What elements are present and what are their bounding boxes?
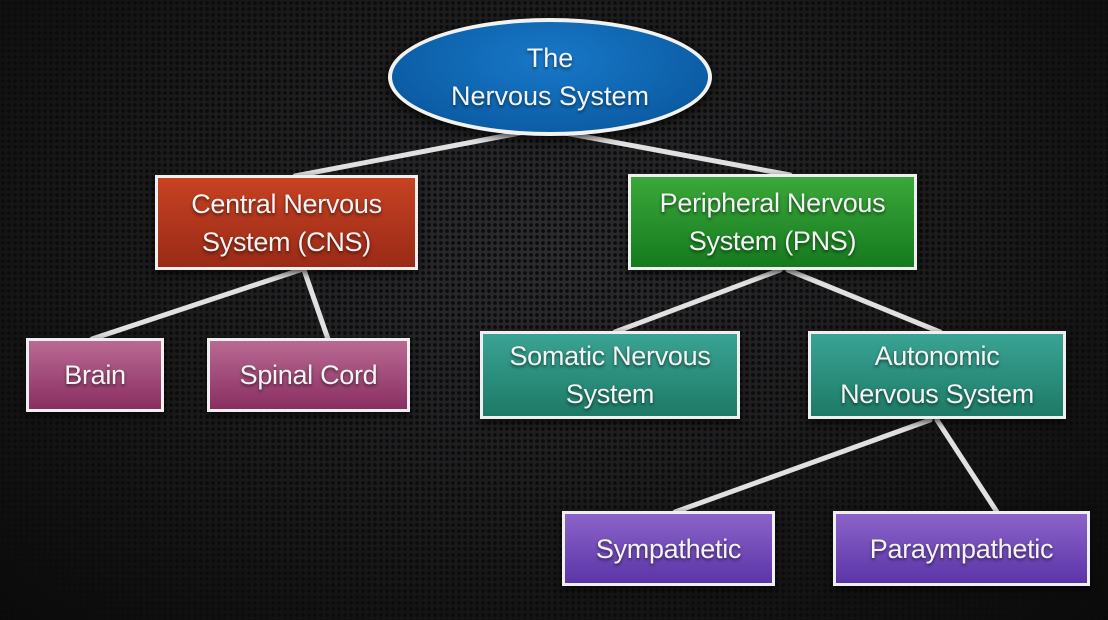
node-label-line: Brain: [64, 360, 126, 390]
node-peripheral-nervous-system: Peripheral Nervous System (PNS): [628, 174, 917, 270]
node-label-line: Nervous System: [450, 81, 650, 111]
node-nervous-system: The Nervous System: [388, 18, 712, 136]
node-central-nervous-system: Central Nervous System (CNS): [155, 175, 418, 270]
node-somatic-nervous-system: Somatic Nervous System: [480, 331, 740, 419]
node-label-line: Central Nervous: [191, 188, 382, 219]
node-label-line: System: [565, 379, 655, 409]
connector-pns-autonomic: [785, 267, 943, 335]
connector-cns-brain: [89, 267, 303, 342]
node-label-line: Peripheral Nervous: [659, 188, 886, 218]
node-label-line: Spinal Cord: [239, 360, 378, 390]
connector-autonomic-parasympathetic: [934, 417, 1000, 515]
node-brain: Brain: [26, 338, 164, 412]
node-sympathetic: Sympathetic: [562, 511, 775, 586]
node-label-line: Sympathetic: [595, 533, 742, 564]
node-autonomic-nervous-system: Autonomic Nervous System: [808, 331, 1066, 419]
connector-autonomic-sympathetic: [672, 417, 933, 515]
node-label-line: System (CNS): [202, 226, 371, 257]
connector-cns-spinal-cord: [301, 267, 331, 342]
node-label-line: Autonomic: [874, 341, 1000, 371]
node-label-line: Nervous System: [840, 379, 1034, 409]
node-label-line: System (PNS): [688, 226, 857, 256]
node-label-line: Paraympathetic: [869, 533, 1054, 564]
connector-pns-somatic: [612, 267, 783, 335]
connector-root-cns: [292, 130, 523, 179]
connector-root-pns: [562, 130, 793, 178]
node-label-line: The: [526, 43, 574, 73]
node-parasympathetic: Paraympathetic: [833, 511, 1090, 586]
node-label-line: Somatic Nervous: [509, 341, 711, 371]
node-spinal-cord: Spinal Cord: [207, 338, 410, 412]
